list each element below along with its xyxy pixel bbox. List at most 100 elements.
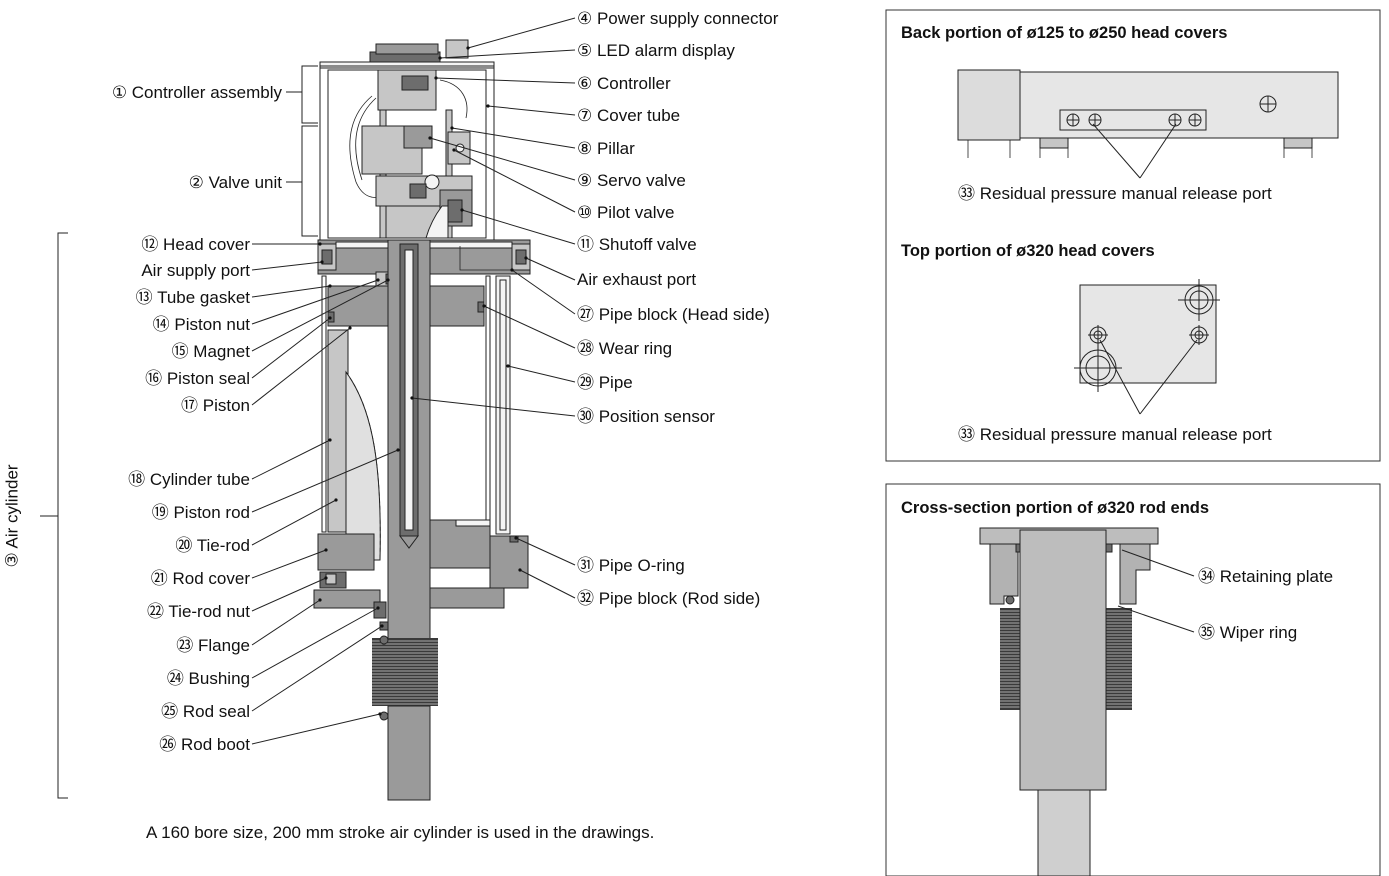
leader-dot xyxy=(348,326,352,330)
leader-line xyxy=(453,149,576,213)
label-air-supply-port: Air supply port xyxy=(141,261,250,280)
label-valve-unit: ② Valve unit xyxy=(189,173,283,192)
leader-line xyxy=(483,305,576,349)
air-supply-port xyxy=(321,249,333,265)
leader-line xyxy=(251,599,321,646)
piston-rod-end xyxy=(387,705,431,801)
label-controller: ⑥ Controller xyxy=(577,74,671,93)
exhaust-channel xyxy=(459,246,512,271)
label-pipe-block-head: ㉗ Pipe block (Head side) xyxy=(577,305,770,324)
rod-seal xyxy=(379,621,389,631)
label-piston-rod: ⑲ Piston rod xyxy=(152,503,250,522)
air-cylinder-label: ③ Air cylinder xyxy=(2,464,21,567)
sensor-tip xyxy=(399,535,419,549)
leader-line xyxy=(519,569,576,599)
leader-line xyxy=(515,537,576,566)
label-controller-assembly: ① Controller assembly xyxy=(112,83,283,102)
leader-lines xyxy=(251,17,576,745)
cylinder-tube-left xyxy=(321,275,327,533)
leader-line xyxy=(467,17,576,49)
piston-right xyxy=(419,285,485,327)
leader-dot xyxy=(320,260,324,264)
panel-rod-ends: Cross-section portion of ø320 rod ends ㉞… xyxy=(885,483,1381,876)
leader-line xyxy=(251,285,331,298)
connector-plug xyxy=(445,39,469,59)
leader-dot xyxy=(378,712,382,716)
leader-dot xyxy=(460,208,464,212)
leader-line xyxy=(439,49,576,59)
label-piston: ⑰ Piston xyxy=(181,396,250,415)
label-tie-rod: ⑳ Tie-rod xyxy=(175,536,250,555)
leader-dot xyxy=(328,284,332,288)
tie-rod-nut-hex xyxy=(325,573,337,585)
leader-line xyxy=(251,449,399,513)
leader-line xyxy=(251,279,379,325)
leader-line xyxy=(251,577,327,612)
label-servo-valve: ⑨ Servo valve xyxy=(577,171,686,190)
leader-line xyxy=(251,713,381,745)
label-bushing: ㉔ Bushing xyxy=(167,669,250,688)
leader-dot xyxy=(318,598,322,602)
leader-line xyxy=(461,209,576,245)
label-power-supply-connector: ④ Power supply connector xyxy=(577,9,779,28)
boot-clamp-top xyxy=(379,635,389,645)
leader-dot xyxy=(324,548,328,552)
label-tie-rod-nut: ㉒ Tie-rod nut xyxy=(147,602,250,621)
servo-valve-coil xyxy=(403,125,433,149)
panel-top-port-label: ㉝ Residual pressure manual release port xyxy=(958,425,1272,444)
shutoff-valve-core xyxy=(447,199,463,223)
label-rod-boot: ㉖ Rod boot xyxy=(159,735,250,754)
panel-cross-label-35: ㉟ Wiper ring xyxy=(1198,623,1297,642)
leader-dot xyxy=(376,278,380,282)
leader-dot xyxy=(376,606,380,610)
position-sensor xyxy=(404,249,414,531)
leader-dot xyxy=(380,624,384,628)
leader-dot xyxy=(486,104,490,108)
controller-wire-3 xyxy=(439,79,468,119)
pillar-right xyxy=(445,109,453,239)
main-drawing xyxy=(313,39,531,801)
label-rod-cover: ㉑ Rod cover xyxy=(151,569,251,588)
panel-back-title: Back portion of ø125 to ø250 head covers xyxy=(901,24,1227,42)
leader-line xyxy=(487,105,576,116)
label-pilot-valve: ⑩ Pilot valve xyxy=(577,203,674,222)
leader-line xyxy=(511,269,576,315)
pipe-inner xyxy=(499,279,507,531)
right-labels: ④ Power supply connector ⑤ LED alarm dis… xyxy=(577,9,779,608)
label-pipe: ㉙ Pipe xyxy=(577,373,633,392)
cutaway-region xyxy=(345,370,381,561)
cutaway-edge xyxy=(345,371,381,561)
rod-cover-channel xyxy=(455,519,491,527)
panel-cross-title: Cross-section portion of ø320 rod ends xyxy=(901,499,1209,517)
label-pipe-block-rod: ㉜ Pipe block (Rod side) xyxy=(577,589,760,608)
label-position-sensor: ㉚ Position sensor xyxy=(577,407,715,426)
leader-line xyxy=(429,137,576,181)
tie-rod xyxy=(327,329,349,533)
air-exhaust-port xyxy=(515,249,527,265)
label-cover-tube: ⑦ Cover tube xyxy=(577,106,680,125)
leader-dot xyxy=(334,498,338,502)
leader-line xyxy=(251,439,331,480)
leader-line xyxy=(525,257,576,281)
leader-dot xyxy=(434,76,438,80)
controller-wire-2 xyxy=(355,97,377,181)
rod-cover-right xyxy=(429,519,491,569)
flange-right xyxy=(429,587,505,609)
leader-line xyxy=(251,261,323,271)
flange-left xyxy=(313,589,381,609)
leader-dot xyxy=(410,396,414,400)
leader-dot xyxy=(396,448,400,452)
valve-block-dark xyxy=(409,183,427,199)
valve-knob xyxy=(424,174,440,190)
panel-rod-ends-frame xyxy=(885,483,1381,876)
label-wear-ring: ㉘ Wear ring xyxy=(577,339,672,358)
valve-bracket xyxy=(301,125,318,237)
leader-dot xyxy=(328,316,332,320)
panel-head-covers: Back portion of ø125 to ø250 head covers xyxy=(885,9,1381,462)
panel-top-title: Top portion of ø320 head covers xyxy=(901,242,1155,260)
leader-dot xyxy=(510,268,514,272)
leader-dot xyxy=(524,256,528,260)
controller-lid xyxy=(319,61,495,69)
leader-line xyxy=(451,127,576,149)
pipe-block-rod-side xyxy=(489,535,529,589)
